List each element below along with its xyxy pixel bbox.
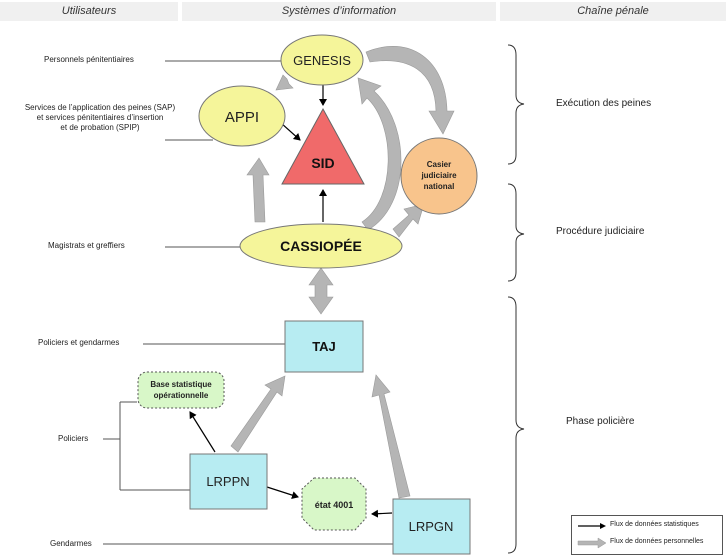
phase-execution: Exécution des peines <box>556 98 652 109</box>
phase-police: Phase policière <box>566 416 635 427</box>
phase-procedure: Procédure judiciaire <box>556 226 645 237</box>
legend: Flux de données statistiques Flux de don… <box>571 515 723 555</box>
casier-label-2: judiciaire <box>420 171 457 180</box>
arrow-cassiopee-casier <box>392 203 425 238</box>
lrppn-label: LRPPN <box>206 474 249 489</box>
arrow-lrppn-etat4001 <box>266 486 299 499</box>
arrow-genesis-casier <box>365 46 455 135</box>
casier-node <box>400 137 478 215</box>
casier-label-3: national <box>424 182 455 191</box>
user-sap-line2: et services pénitentiaires d’insertion <box>36 113 164 122</box>
header-chain: Chaîne pénale <box>500 2 726 21</box>
user-police-gendarmes: Policiers et gendarmes <box>38 338 120 347</box>
legend-stat-arrowhead <box>600 523 606 529</box>
cassiopee-node <box>239 223 403 269</box>
arrow-lrppn-taj <box>230 375 286 453</box>
casier-label-1: Casier <box>427 160 451 169</box>
arrow-lrpgn-etat4001 <box>371 509 393 518</box>
personal-flow-arrows <box>230 46 455 499</box>
etat4001-label: état 4001 <box>315 500 354 510</box>
taj-label: TAJ <box>312 339 336 354</box>
arrow-genesis-appi <box>275 74 294 91</box>
legend-stat-label: Flux de données statistiques <box>610 521 699 528</box>
legend-personal-arrow <box>577 537 607 549</box>
arrow-cassiopee-genesis <box>357 77 402 231</box>
legend-personal-label: Flux de données personnelles <box>610 538 704 545</box>
header-systems: Systèmes d’information <box>182 2 496 21</box>
arrow-lrpgn-taj <box>371 374 411 499</box>
lrpgn-node <box>392 498 471 555</box>
bso-label-1: Base statistique <box>150 380 212 389</box>
arrow-lrppn-bso <box>189 411 216 453</box>
legend-swatches <box>577 523 607 549</box>
taj-node <box>284 320 364 373</box>
bso-label-2: opérationnelle <box>154 391 209 400</box>
arrow-cassiopee-taj <box>308 267 334 315</box>
stat-flow-arrows <box>189 82 393 518</box>
genesis-label: GENESIS <box>293 53 351 68</box>
bso-node <box>137 371 225 409</box>
user-sap-spip: Services de l’application des peines (SA… <box>2 103 198 133</box>
user-sap-line3: et de probation (SPIP) <box>60 123 140 132</box>
lrppn-node <box>189 453 268 510</box>
user-police: Policiers <box>58 434 89 443</box>
user-connector-lines <box>103 60 393 545</box>
appi-node <box>198 85 286 147</box>
arrow-appi-sid <box>280 122 301 141</box>
lrpgn-label: LRPGN <box>409 519 454 534</box>
header-users: Utilisateurs <box>0 2 178 21</box>
phase-braces <box>507 44 525 554</box>
user-penitentiary: Personnels pénitentiaires <box>44 55 134 64</box>
sid-label: SID <box>311 155 334 171</box>
etat4001-node <box>301 477 367 531</box>
user-sap-line1: Services de l’application des peines (SA… <box>24 103 176 112</box>
cassiopee-label: CASSIOPÉE <box>280 238 362 254</box>
sid-node <box>281 107 365 185</box>
arrow-cassiopee-appi <box>246 157 270 223</box>
appi-label: APPI <box>225 109 259 126</box>
user-gendarmes: Gendarmes <box>50 539 92 548</box>
genesis-node <box>280 34 364 86</box>
user-magistrates: Magistrats et greffiers <box>48 241 125 250</box>
